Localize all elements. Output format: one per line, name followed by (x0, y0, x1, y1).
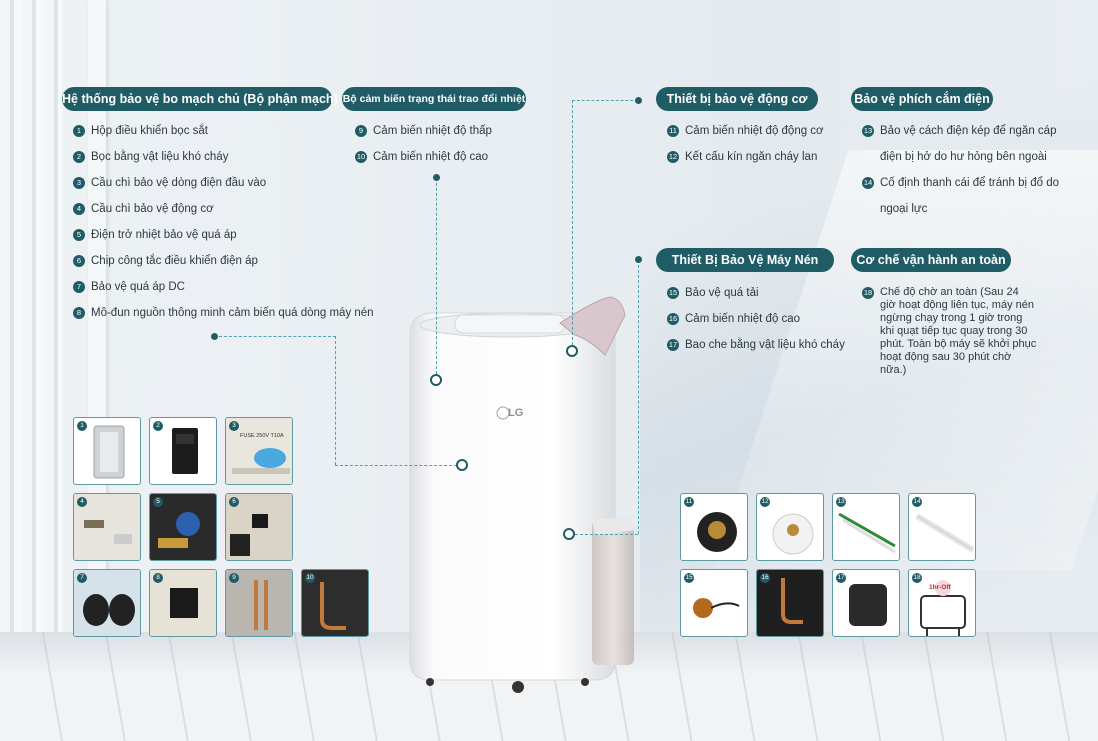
callout-line-board (214, 336, 336, 337)
group-title-plug: Bảo vệ phích cắm điện (851, 87, 993, 111)
coil-image (226, 570, 292, 636)
callout-dot (211, 333, 218, 340)
cover-image (172, 428, 198, 474)
callout-line-motor-h (572, 100, 638, 101)
hotspot-board[interactable] (456, 459, 468, 471)
thumbnail-dc-protection[interactable]: 7 (73, 569, 141, 637)
callout-line-compressor (638, 260, 639, 534)
callout-line-compressor-h (570, 534, 638, 535)
thumbnail-thermistor[interactable]: 5 (149, 493, 217, 561)
thumbnail-low-temp-sensor[interactable]: 9 (225, 569, 293, 637)
standby-icon (920, 580, 966, 636)
motor-image (697, 512, 737, 552)
thumbnail-motor-temp-sensor[interactable]: 11 (680, 493, 748, 561)
busbar-image (915, 513, 975, 553)
thumbnail-high-temp-sensor[interactable]: 10 (301, 569, 369, 637)
callout-line-board-h2 (335, 465, 457, 466)
curtain (0, 0, 62, 650)
thumbnail-control-box[interactable]: 1 (73, 417, 141, 485)
control-box-image (93, 425, 125, 479)
callout-dot (635, 256, 642, 263)
thumbnail-flame-retardant-cover-2[interactable]: 17 (832, 569, 900, 637)
motor-white-image (772, 513, 814, 555)
callout-dot (433, 174, 440, 181)
chip-image (226, 494, 292, 560)
group-title-board: Hệ thống bảo vệ bo mạch chủ (Bộ phận mạc… (62, 87, 338, 111)
thumbnail-motor-fuse[interactable]: 4 (73, 493, 141, 561)
cable-image (838, 512, 896, 554)
callout-line-sensor (436, 178, 437, 374)
thumbnail-safe-standby[interactable]: 18 1hr-Off (908, 569, 976, 637)
group-title-motor: Thiết bị bảo vệ động cơ (656, 87, 818, 111)
hotspot-motor[interactable] (566, 345, 578, 357)
thumbnail-sealed-structure[interactable]: 12 (756, 493, 824, 561)
callout-line-board-v (335, 336, 336, 465)
brand-logo: LG (508, 407, 524, 419)
hotspot-sensor[interactable] (430, 374, 442, 386)
overload-image (693, 598, 740, 618)
thumbnail-compressor-temp-sensor[interactable]: 16 (756, 569, 824, 637)
hr-off-label: 1hr-Off (929, 584, 951, 591)
hotspot-compressor[interactable] (563, 528, 575, 540)
group-title-safety: Cơ chế vận hành an toàn (851, 248, 1011, 272)
fuse-label: FUSE 250V T10A (240, 433, 284, 439)
thumbnail-busbar[interactable]: 14 (908, 493, 976, 561)
thumbnail-flame-retardant-cover[interactable]: 2 (149, 417, 217, 485)
thumbnail-voltage-chip[interactable]: 6 (225, 493, 293, 561)
dehumidifier-image (409, 296, 638, 693)
thumbnail-power-module[interactable]: 8 (149, 569, 217, 637)
callout-dot (635, 97, 642, 104)
thumbnail-overload-protector[interactable]: 15 (680, 569, 748, 637)
group-title-compressor: Thiết Bị Bảo Vệ Máy Nén (656, 248, 834, 272)
cover-black-image (849, 584, 887, 626)
thumbnail-insulated-cable[interactable]: 13 (832, 493, 900, 561)
callout-line-motor-v (572, 100, 573, 350)
group-title-sensor: Bộ cảm biến trạng thái trao đổi nhiệt (342, 87, 526, 111)
thumbnail-input-fuse[interactable]: 3 FUSE 250V T10A (225, 417, 293, 485)
